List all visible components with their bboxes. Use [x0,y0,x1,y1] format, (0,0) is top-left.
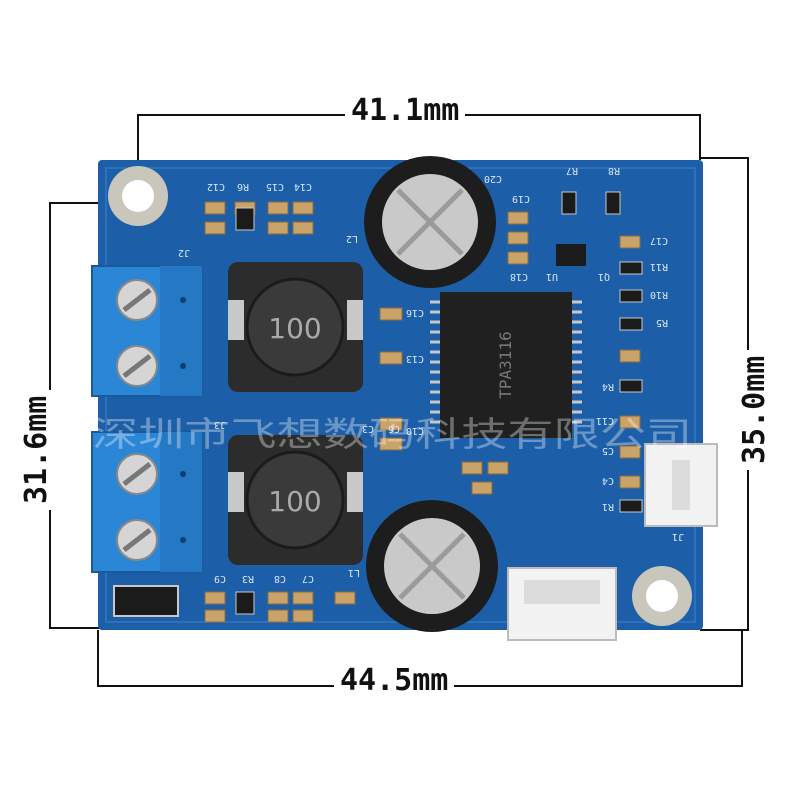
label: L1 [348,567,360,578]
label: C9 [214,573,226,584]
label: U1 [546,271,558,282]
inductor-top: 100 [228,262,363,392]
label: C17 [650,235,668,246]
label: R6 [237,181,249,192]
capacitor-top [364,156,496,288]
inductor-bottom: 100 [228,435,363,565]
transistor [556,244,586,266]
label: C14 [294,181,312,192]
watermark: 深圳市飞想数码科技有限公司 [92,415,692,455]
inductor-bottom-marking: 100 [268,485,321,518]
label: L2 [346,233,358,244]
screw-terminal-top [91,265,203,397]
label: J1 [672,531,684,542]
connector-bottom [507,567,617,641]
label: R7 [566,165,578,176]
right-dimension: 35.0mm [737,349,772,470]
smd-components [204,201,641,623]
label: R11 [650,261,668,272]
silkscreen-labels: C12 R6 C14 C15 C20 R7 R8 C19 C17 C16 C13… [178,165,684,584]
left-dimension: 31.6mm [19,389,54,510]
label: C8 [274,573,286,584]
amplifier-chip: TPA3116 [430,292,582,438]
label: Q1 [598,271,610,282]
diode [113,585,179,617]
resistors [235,191,643,615]
chip-marking: TPA3116 [496,331,515,398]
label: R3 [242,573,254,584]
mounting-hole-bottom [632,566,692,626]
label: C12 [207,181,225,192]
label: C3 [362,423,374,434]
label: R10 [650,289,668,300]
capacitor-bottom [366,500,498,632]
inductor-top-marking: 100 [268,312,321,345]
top-dimension: 41.1mm [345,96,466,126]
label: C18 [510,271,528,282]
label: R4 [602,381,614,392]
label: R8 [608,165,620,176]
screw-terminal-bottom [91,431,203,573]
label: C4 [602,475,614,486]
label: C16 [406,307,424,318]
label: R1 [602,501,614,512]
label: C11 [596,415,614,426]
label: C15 [266,181,284,192]
connector-side [644,443,718,527]
label: C7 [302,573,314,584]
bottom-dimension: 44.5mm [334,666,455,696]
label: J3 [214,419,226,430]
label: C20 [484,173,502,184]
label: J2 [178,247,190,258]
label: C13 [406,353,424,364]
label: C19 [512,193,530,204]
label: R5 [656,317,668,328]
label: C10 [406,425,424,436]
label: C5 [602,445,614,456]
label: C6 [388,423,400,434]
mounting-hole-top [108,166,168,226]
